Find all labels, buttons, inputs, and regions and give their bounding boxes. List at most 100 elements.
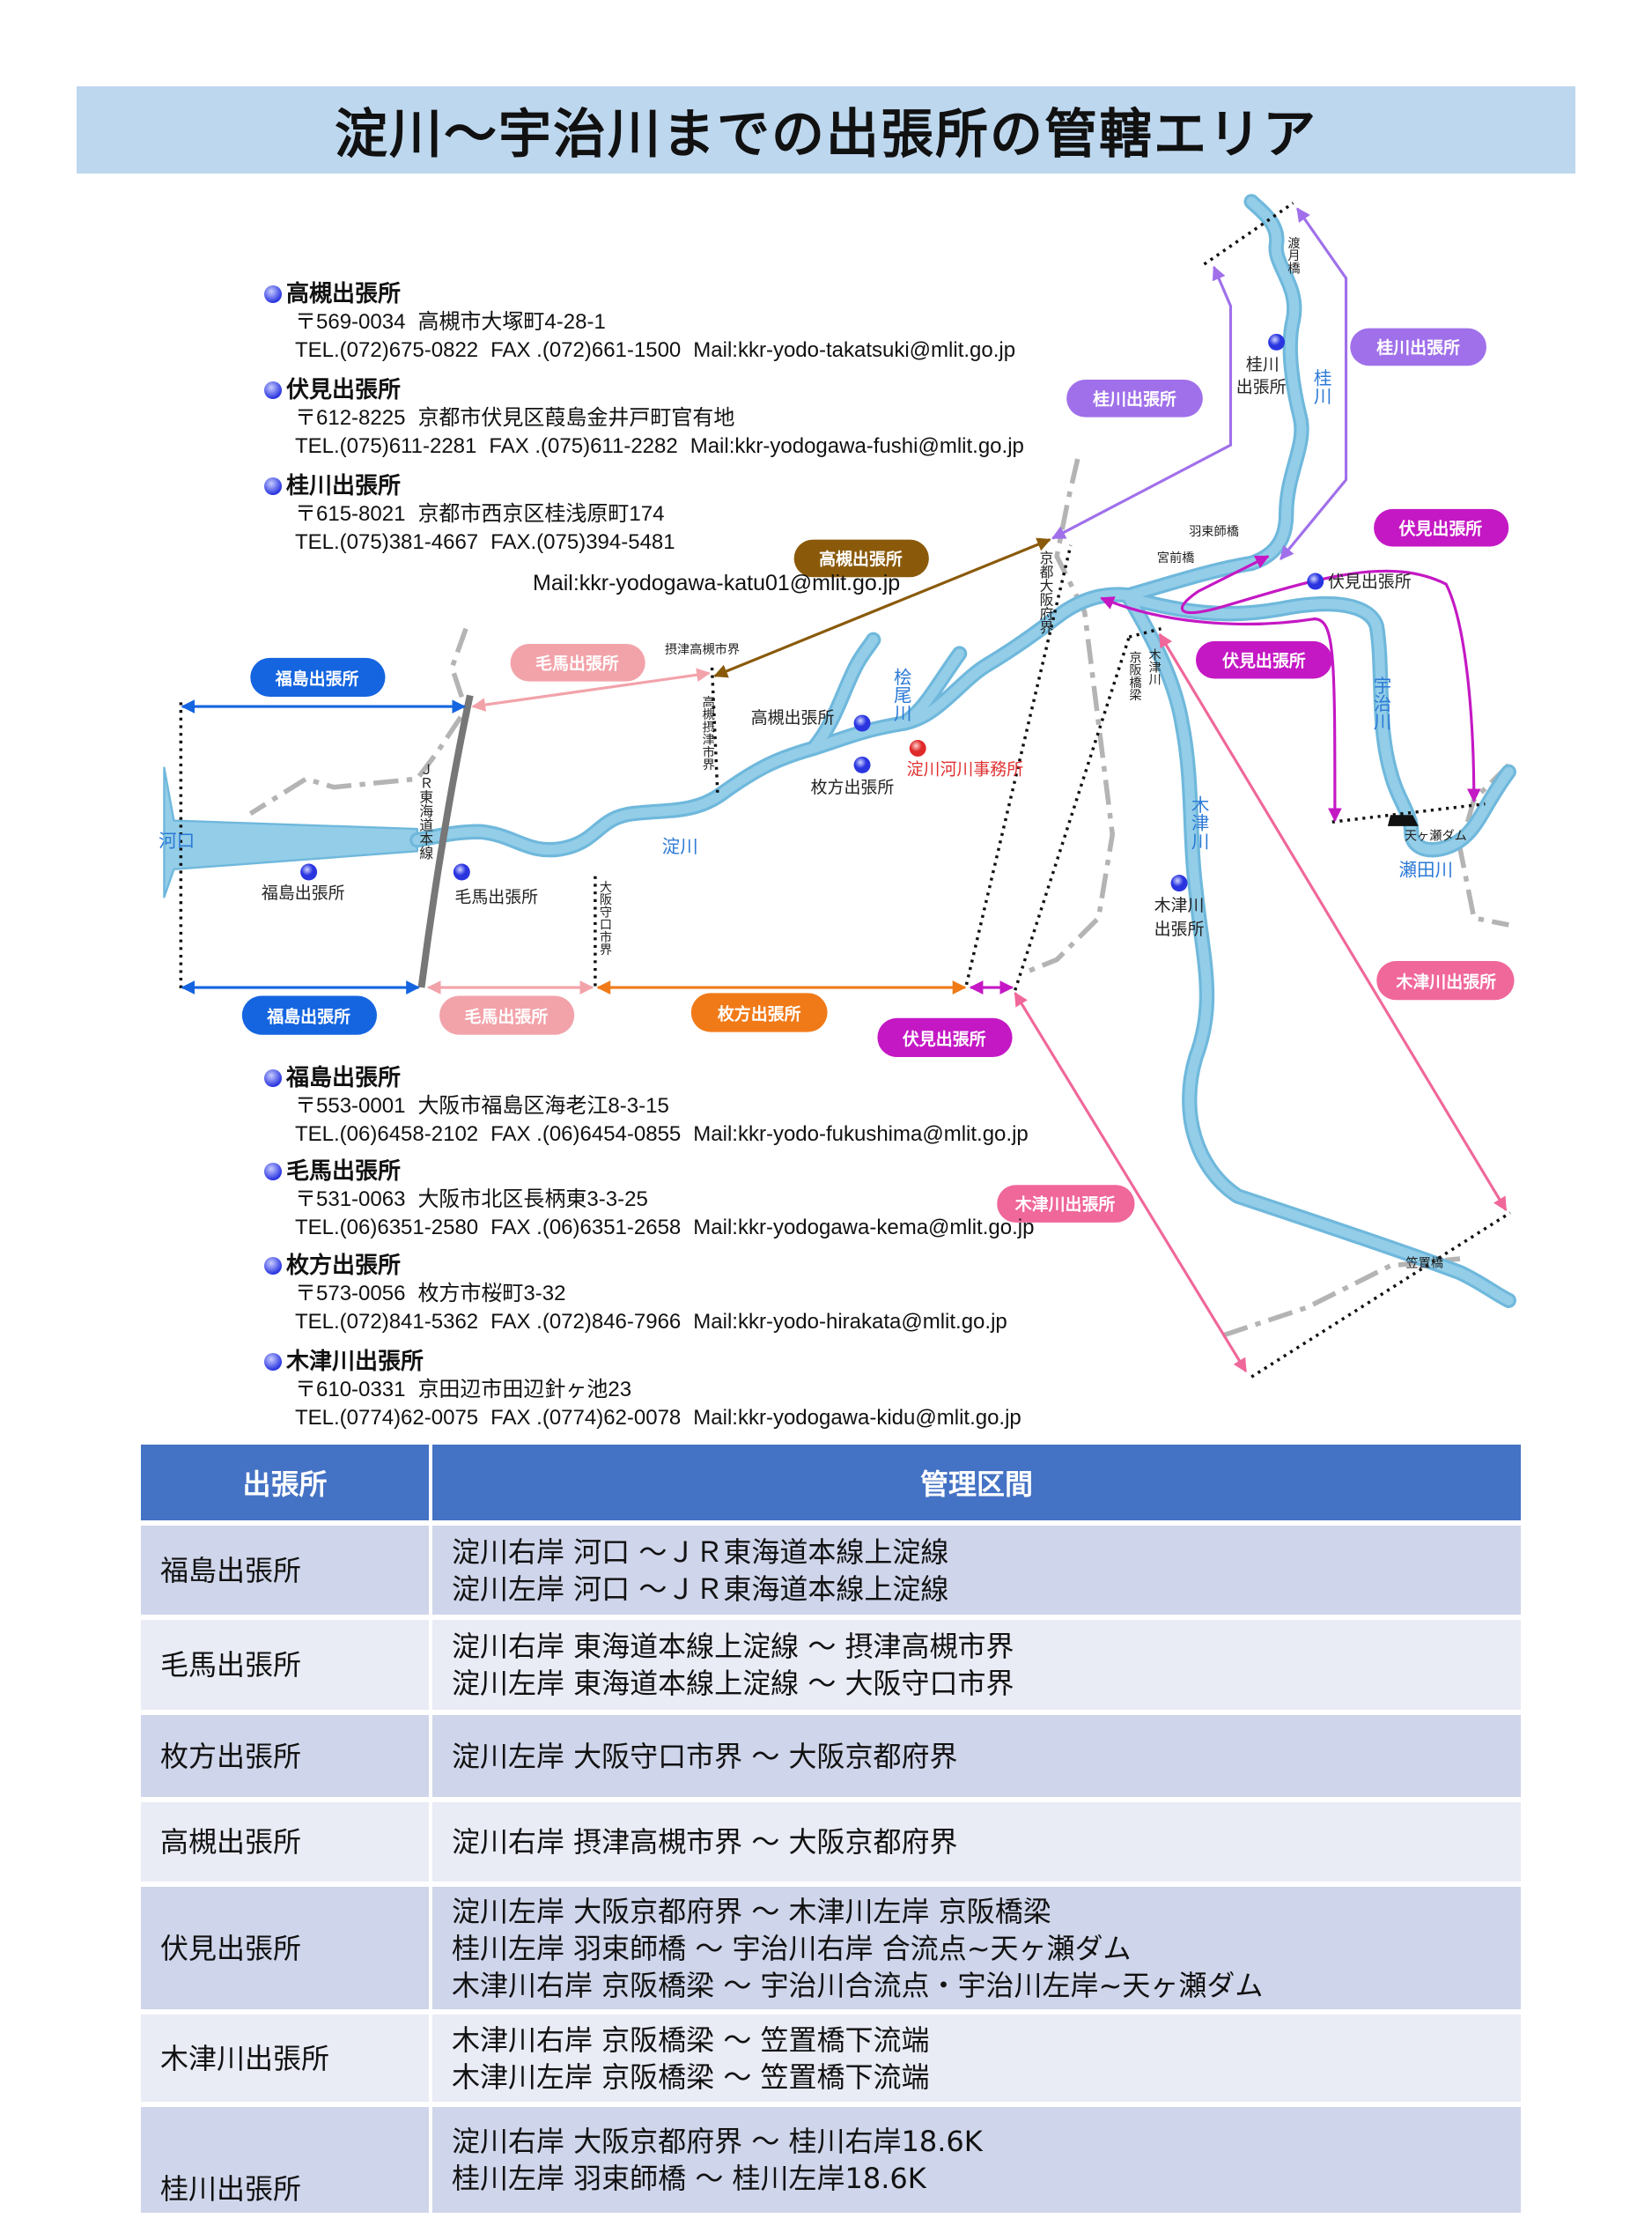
pill-katsuragawa-left: 桂川出張所 <box>1066 380 1203 418</box>
section-line: 木津川右岸 京阪橋梁 ～ 笠置橋下流端 <box>452 2022 930 2057</box>
office-cell: 桂川出張所 <box>141 2107 432 2213</box>
section-line: 木津川左岸 京阪橋梁 ～ 笠置橋下流端 <box>452 2059 930 2094</box>
section-line: 淀川左岸 東海道本線上淀線 ～ 大阪守口市界 <box>452 1667 1014 1700</box>
svg-text:枚方出張所: 枚方出張所 <box>718 1003 801 1024</box>
section-cell: 淀川右岸 河口 ～ＪＲ東海道本線上淀線淀川左岸 河口 ～ＪＲ東海道本線上淀線 <box>432 1526 1521 1615</box>
page-title: 淀川～宇治川までの出張所の管轄エリア <box>335 104 1317 166</box>
label-office-kizu-2: 出張所 <box>1154 920 1205 939</box>
mail-link[interactable]: Mail:kkr-yodo-hirakata@mlit.go.jp <box>693 1310 1007 1334</box>
section-line: 桂川左岸 羽束師橋 ～ 桂川左岸18.6K <box>452 2162 926 2195</box>
label-keihan-bridge: 京阪橋梁 <box>1128 650 1142 701</box>
address: 京都市伏見区葭島金井戸町官有地 <box>417 406 735 430</box>
river-office-marker-icon[interactable] <box>909 740 926 757</box>
mail-link[interactable]: Mail:kkr-yodo-fukushima@mlit.go.jp <box>693 1122 1029 1146</box>
tel: TEL.(0774)62-0075 <box>295 1406 479 1430</box>
tel: TEL.(06)6351-2580 <box>295 1216 479 1239</box>
mail-link[interactable]: Mail:kkr-yodogawa-kema@mlit.go.jp <box>693 1216 1035 1239</box>
bullet-icon <box>264 381 282 399</box>
table-header-row: 出張所 管理区間 <box>141 1445 1521 1520</box>
pill-kema-top: 毛馬出張所 <box>510 644 645 682</box>
svg-text:伏見出張所: 伏見出張所 <box>903 1029 986 1049</box>
office-name: 福島出張所 <box>286 1065 402 1091</box>
label-miyamae-bridge: 宮前橋 <box>1157 551 1195 566</box>
address: 京都市西京区桂浅原町174 <box>417 502 665 526</box>
label-yodogawa: 淀川 <box>662 836 698 857</box>
fax: FAX .(072)846-7966 <box>490 1310 682 1334</box>
address: 枚方市桜町3-32 <box>417 1282 566 1305</box>
fushimi-marker-icon[interactable] <box>1307 573 1324 590</box>
tel: TEL.(072)841-5362 <box>295 1310 479 1334</box>
address: 大阪市福島区海老江8-3-15 <box>417 1094 669 1118</box>
label-katsuragawa-river: 桂川 <box>1310 368 1331 404</box>
svg-text:木津川出張所: 木津川出張所 <box>1014 1194 1116 1215</box>
fax: FAX .(06)6454-0855 <box>490 1122 682 1146</box>
office-markers <box>300 333 1324 892</box>
label-amagase-dam: 天ヶ瀬ダム <box>1405 829 1467 844</box>
fukushima-marker-icon[interactable] <box>300 863 318 881</box>
office-cell: 高槻出張所 <box>141 1802 432 1882</box>
fax: FAX .(06)6351-2658 <box>490 1216 682 1239</box>
bullet-icon <box>264 1353 282 1371</box>
pill-kema-bottom: 毛馬出張所 <box>439 995 575 1035</box>
pill-fushimi-bottom: 伏見出張所 <box>877 1017 1013 1057</box>
office-name: 桂川出張所 <box>286 473 402 499</box>
table-row: 高槻出張所淀川右岸 摂津高槻市界 ～ 大阪京都府界 <box>141 1802 1521 1882</box>
fax: FAX .(072)661-1500 <box>490 338 682 362</box>
pill-katsuragawa-right: 桂川出張所 <box>1350 328 1486 366</box>
column-header-office: 出張所 <box>141 1445 432 1520</box>
mail-link[interactable]: Mail:kkr-yodogawa-fushi@mlit.go.jp <box>690 434 1024 458</box>
takatsuki-marker-icon[interactable] <box>853 714 871 732</box>
label-river-office: 淀川河川事務所 <box>907 759 1024 779</box>
kizugawa-marker-icon[interactable] <box>1170 875 1188 892</box>
mail-link-katsuragawa[interactable]: Mail:kkr-yodogawa-katu01@mlit.go.jp <box>533 571 901 595</box>
postal-code: 〒569-0034 <box>295 310 406 334</box>
label-office-kizu-1: 木津川 <box>1154 896 1205 915</box>
label-hazukashi-bridge: 羽束師橋 <box>1189 524 1239 539</box>
svg-text:福島出張所: 福島出張所 <box>266 1007 350 1027</box>
table-row: 枚方出張所淀川左岸 大阪守口市界 ～ 大阪京都府界 <box>141 1715 1521 1797</box>
mail-link[interactable]: Mail:kkr-yodo-takatsuki@mlit.go.jp <box>693 338 1016 362</box>
table-row: 伏見出張所淀川左岸 大阪京都府界 ～ 木津川左岸 京阪橋梁桂川左岸 羽束師橋 ～… <box>141 1887 1521 2009</box>
pill-kizugawa-left: 木津川出張所 <box>997 1185 1135 1223</box>
svg-text:高槻出張所: 高槻出張所 <box>819 549 903 569</box>
office-name: 木津川出張所 <box>286 1349 424 1375</box>
label-kakou: 河口 <box>159 831 195 852</box>
label-kasagi-bridge: 笠置橋 <box>1405 1255 1443 1270</box>
table-row: 木津川出張所木津川右岸 京阪橋梁 ～ 笠置橋下流端木津川左岸 京阪橋梁 ～ 笠置… <box>141 2015 1521 2102</box>
mail-link[interactable]: Mail:kkr-yodogawa-kidu@mlit.go.jp <box>693 1406 1021 1430</box>
table-row: 毛馬出張所淀川右岸 東海道本線上淀線 ～ 摂津高槻市界淀川左岸 東海道本線上淀線… <box>141 1620 1521 1710</box>
svg-text:桂川出張所: 桂川出張所 <box>1092 388 1176 409</box>
office-cell: 毛馬出張所 <box>141 1620 432 1710</box>
section-cell: 淀川右岸 大阪京都府界 ～ 桂川右岸18.6K 桂川左岸 羽束師橋 ～ 桂川左岸1… <box>432 2107 1521 2213</box>
section-line: 淀川左岸 河口 ～ＪＲ東海道本線上淀線 <box>452 1571 949 1606</box>
label-office-katsura-1: 桂川 <box>1246 355 1280 374</box>
label-office-takatsuki: 高槻出張所 <box>751 708 835 728</box>
office-cell: 木津川出張所 <box>141 2015 432 2102</box>
section-line: 淀川左岸 大阪守口市界 ～ 大阪京都府界 <box>452 1739 958 1773</box>
section-line: 桂川左岸 羽束師橋 ～ 宇治川右岸 合流点~天ヶ瀬ダム <box>452 1931 1132 1965</box>
section-line: 淀川右岸 大阪京都府界 ～ 桂川右岸18.6K <box>452 2125 983 2158</box>
fax: FAX .(0774)62-0078 <box>490 1406 682 1430</box>
kema-marker-icon[interactable] <box>453 863 470 881</box>
fax: FAX.(075)394-5481 <box>490 530 675 554</box>
section-line: 木津川右岸 京阪橋梁 ～ 宇治川合流点・宇治川左岸~天ヶ瀬ダム <box>452 1968 1264 2002</box>
bullet-icon <box>264 1069 282 1087</box>
katsuragawa-marker-icon[interactable] <box>1268 333 1286 351</box>
svg-text:毛馬出張所: 毛馬出張所 <box>464 1007 548 1027</box>
postal-code: 〒612-8225 <box>295 406 406 430</box>
hirakata-marker-icon[interactable] <box>853 756 871 773</box>
svg-text:木津川出張所: 木津川出張所 <box>1395 972 1496 992</box>
pill-fushimi-top: 伏見出張所 <box>1374 508 1509 547</box>
address: 京田辺市田辺針ヶ池23 <box>417 1378 632 1401</box>
pill-kizugawa-right: 木津川出張所 <box>1376 961 1515 1001</box>
svg-text:伏見出張所: 伏見出張所 <box>1222 650 1306 670</box>
column-header-section: 管理区間 <box>432 1445 1521 1520</box>
jr-railway-line <box>417 694 474 988</box>
label-office-fukushima: 福島出張所 <box>262 884 345 903</box>
section-line: 淀川右岸 河口 ～ＪＲ東海道本線上淀線 <box>452 1534 949 1569</box>
office-cell: 福島出張所 <box>141 1526 432 1615</box>
